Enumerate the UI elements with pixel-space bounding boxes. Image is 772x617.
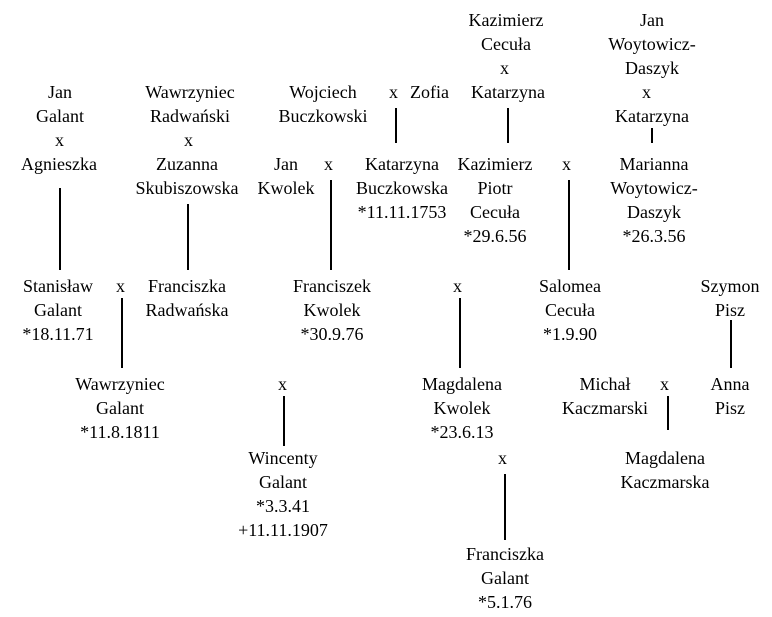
marriage-mark: x bbox=[116, 276, 125, 296]
person-salomea-cecula: Salomea Cecuła *1.9.90 bbox=[539, 276, 601, 344]
person-zofia: Zofia bbox=[410, 82, 449, 102]
person-magdalena-kwolek: Magdalena Kwolek *23.6.13 bbox=[422, 374, 502, 442]
person-jan-galant: Jan Galant bbox=[36, 82, 84, 126]
person-agnieszka: Agnieszka bbox=[21, 154, 97, 174]
marriage-mark: x bbox=[498, 448, 507, 468]
person-katarzyna-buczkowska: Katarzyna Buczkowska *11.11.1753 bbox=[356, 154, 448, 222]
person-katarzyna-2: Katarzyna bbox=[615, 106, 689, 126]
person-zuzanna-skubiszowska: Zuzanna Skubiszowska bbox=[135, 154, 239, 198]
marriage-mark: x bbox=[324, 154, 333, 174]
person-kazimierz-cecula: Kazimierz Cecuła bbox=[468, 10, 544, 54]
person-wawrzyniec-galant: Wawrzyniec Galant *11.8.1811 bbox=[75, 374, 165, 442]
person-stanislaw-galant: Stanisław Galant *18.11.71 bbox=[22, 276, 94, 344]
marriage-mark: x bbox=[642, 82, 651, 102]
person-franciszek-kwolek: Franciszek Kwolek *30.9.76 bbox=[293, 276, 371, 344]
person-marianna-woytowicz-daszyk: Marianna Woytowicz- Daszyk *26.3.56 bbox=[610, 154, 698, 246]
person-anna-pisz: Anna Pisz bbox=[710, 374, 750, 418]
marriage-mark: x bbox=[660, 374, 669, 394]
person-franciszka-radwanska: Franciszka Radwańska bbox=[145, 276, 229, 320]
person-wawrzyniec-radwanski: Wawrzyniec Radwański bbox=[145, 82, 235, 126]
person-michal-kaczmarski: Michał Kaczmarski bbox=[562, 374, 648, 418]
marriage-mark: x bbox=[278, 374, 287, 394]
person-jan-kwolek: Jan Kwolek bbox=[257, 154, 315, 198]
marriage-mark: x bbox=[55, 130, 64, 150]
person-wincenty-galant: Wincenty Galant *3.3.41 +11.11.1907 bbox=[238, 448, 328, 540]
person-katarzyna: Katarzyna bbox=[471, 82, 545, 102]
marriage-mark: x bbox=[500, 58, 509, 78]
person-szymon-pisz: Szymon Pisz bbox=[700, 276, 760, 320]
person-franciszka-galant: Franciszka Galant *5.1.76 bbox=[466, 544, 544, 612]
person-kazimierz-piotr-cecula: Kazimierz Piotr Cecuła *29.6.56 bbox=[457, 154, 533, 246]
person-jan-woytowicz-daszyk: Jan Woytowicz- Daszyk bbox=[608, 10, 696, 78]
marriage-mark: x bbox=[562, 154, 571, 174]
person-magdalena-kaczmarska: Magdalena Kaczmarska bbox=[620, 448, 710, 492]
marriage-mark: x bbox=[453, 276, 462, 296]
person-wojciech-buczkowski: Wojciech Buczkowski bbox=[278, 82, 368, 126]
marriage-mark: x bbox=[389, 82, 398, 102]
marriage-mark: x bbox=[184, 130, 193, 150]
